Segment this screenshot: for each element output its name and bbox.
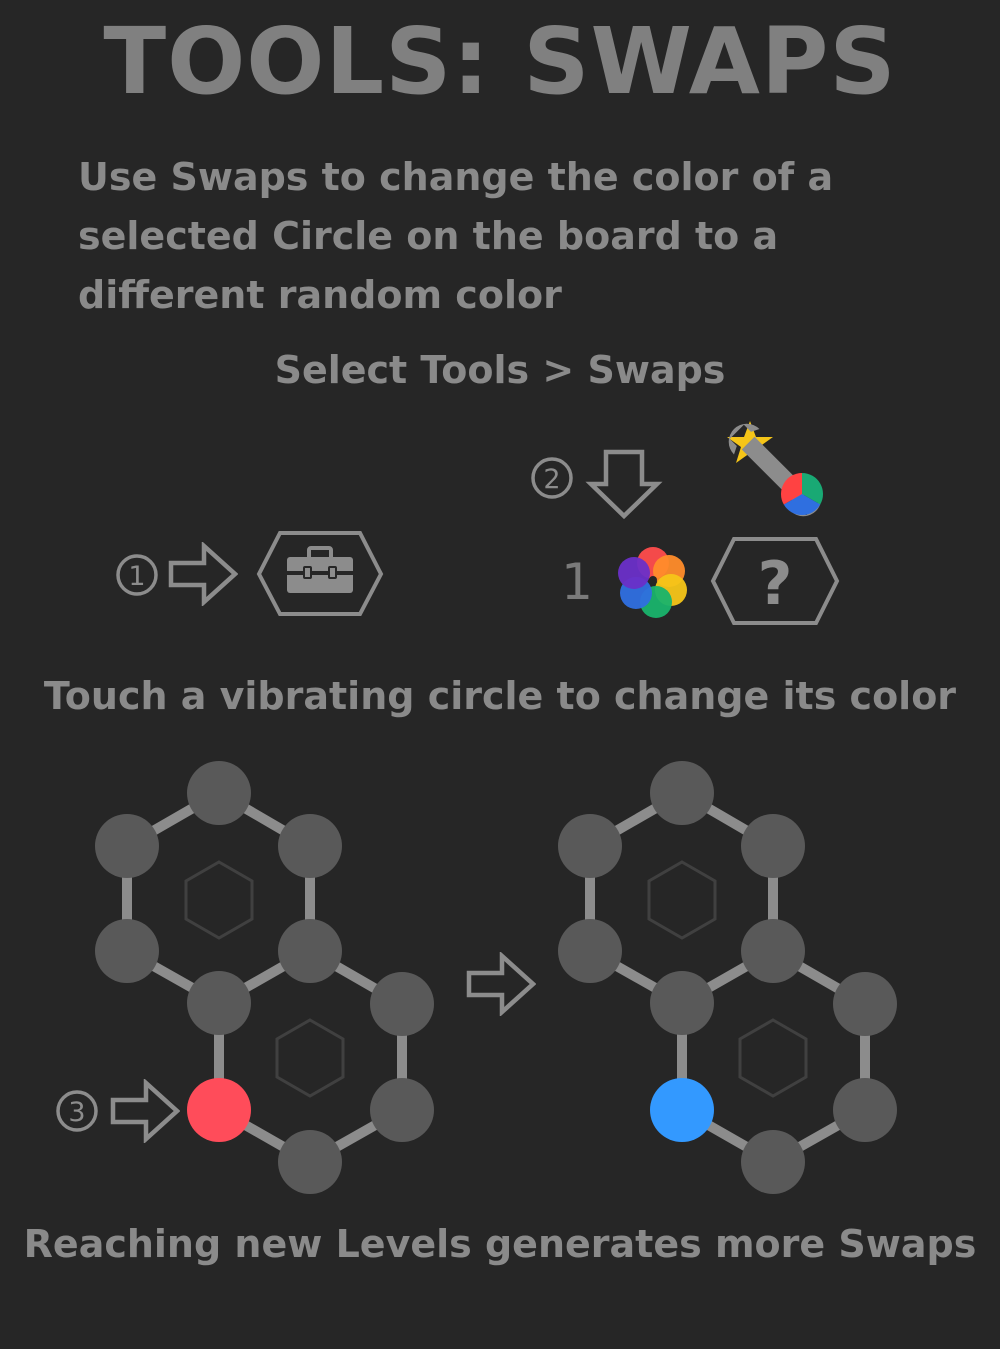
unknown-tool-button[interactable]: ? (710, 537, 840, 625)
board-after (558, 761, 897, 1194)
page-title: TOOLS: SWAPS (103, 8, 897, 115)
arrow-icon (113, 1083, 177, 1139)
svg-text:3: 3 (68, 1097, 85, 1128)
step-3-marker: 3 (56, 1090, 98, 1132)
footer-caption: Reaching new Levels generates more Swaps (23, 1222, 977, 1266)
svg-text:2: 2 (543, 464, 560, 495)
board-node (650, 761, 714, 825)
board-node (558, 814, 622, 878)
board-node (187, 761, 251, 825)
board-node (278, 814, 342, 878)
arrow-down-icon (585, 449, 663, 520)
toolbox-icon (287, 546, 353, 593)
color-swap-icon[interactable] (618, 547, 687, 618)
board-node (278, 1130, 342, 1194)
board-node (370, 972, 434, 1036)
board-node (741, 814, 805, 878)
svg-text:1: 1 (128, 561, 145, 592)
svg-text:?: ? (758, 549, 793, 619)
board-node (741, 1130, 805, 1194)
wrench-star-icon (727, 421, 824, 517)
board-node (370, 1078, 434, 1142)
board-node (95, 919, 159, 983)
board-node (833, 1078, 897, 1142)
arrow-icon (171, 546, 235, 602)
selected-circle-after (650, 1078, 714, 1142)
selected-circle-before[interactable] (187, 1078, 251, 1142)
board-node (741, 919, 805, 983)
board-before (95, 761, 434, 1194)
arrow-icon (469, 956, 533, 1012)
board-node (650, 971, 714, 1035)
select-tools-caption: Select Tools > Swaps (274, 348, 726, 392)
step-1-marker: 1 (116, 554, 158, 596)
board-node (187, 971, 251, 1035)
step-2-marker: 2 (531, 457, 573, 499)
board-node (95, 814, 159, 878)
board-node (278, 919, 342, 983)
board-node (833, 972, 897, 1036)
board-node (558, 919, 622, 983)
toolbox-button[interactable] (256, 531, 384, 616)
swap-count: 1 (561, 553, 593, 611)
touch-caption: Touch a vibrating circle to change its c… (43, 674, 957, 718)
description-text: Use Swaps to change the color of a selec… (78, 155, 834, 317)
